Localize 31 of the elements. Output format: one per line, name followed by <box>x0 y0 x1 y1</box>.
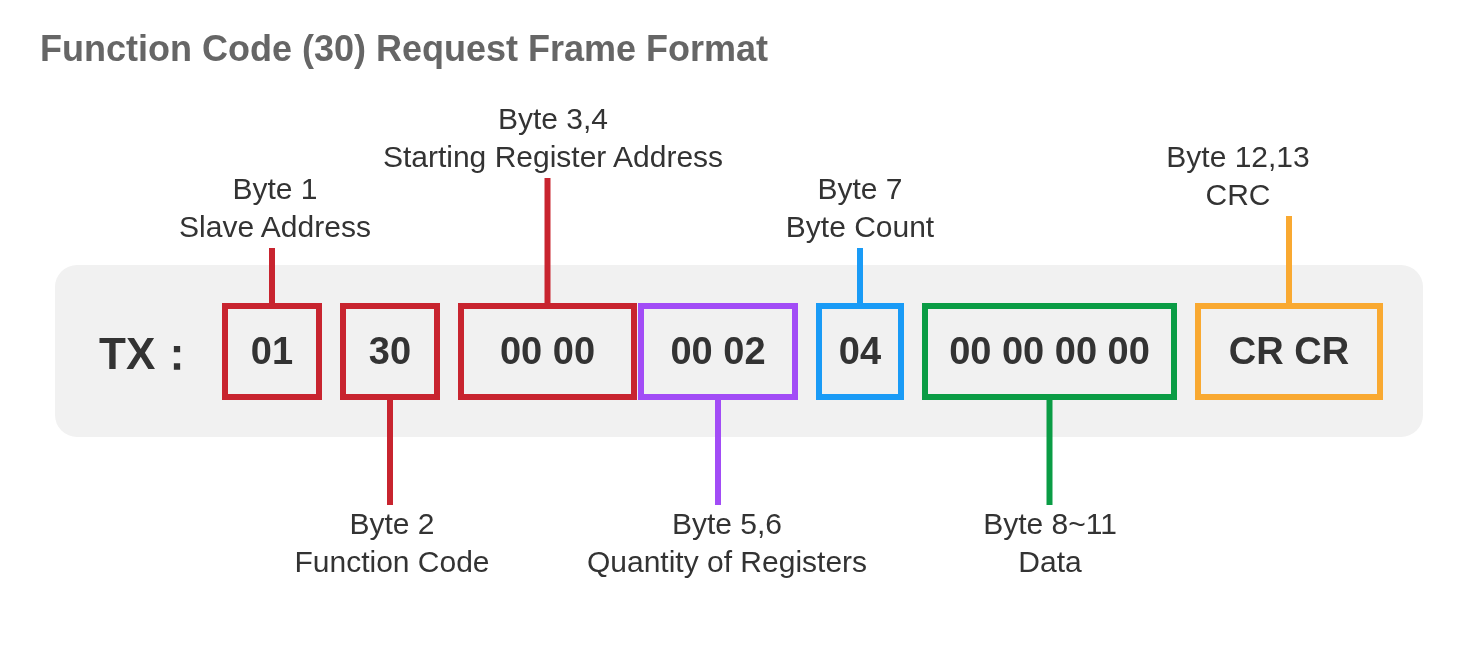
leader-line <box>1286 216 1292 303</box>
field-name-caption: CRC <box>1205 177 1271 213</box>
byte-value-box: 01 <box>222 303 322 400</box>
row-label: TX： <box>99 328 200 380</box>
byte-value-box: 30 <box>340 303 440 400</box>
byte-number-caption: Byte 2 <box>349 506 435 542</box>
field-name-caption: Byte Count <box>785 209 935 245</box>
frame-panel <box>55 265 1423 437</box>
field-name-caption: Function Code <box>294 544 490 580</box>
byte-value-box: 00 02 <box>638 303 798 400</box>
byte-value-box: 04 <box>816 303 904 400</box>
diagram-title: Function Code (30) Request Frame Format <box>40 28 769 70</box>
leader-line <box>387 400 393 505</box>
byte-value-box: 00 00 00 00 <box>922 303 1177 400</box>
byte-value-box: CR CR <box>1195 303 1383 400</box>
field-name-caption: Data <box>1018 544 1082 580</box>
byte-number-caption: Byte 12,13 <box>1166 139 1310 175</box>
leader-line <box>269 248 275 303</box>
leader-line <box>544 178 551 303</box>
byte-number-caption: Byte 3,4 <box>497 101 609 137</box>
leader-line <box>857 248 863 303</box>
field-name-caption: Starting Register Address <box>382 139 724 175</box>
field-name-caption: Quantity of Registers <box>586 544 868 580</box>
byte-value-box: 00 00 <box>458 303 637 400</box>
leader-line <box>1046 400 1053 505</box>
byte-number-caption: Byte 5,6 <box>671 506 783 542</box>
byte-number-caption: Byte 7 <box>817 171 903 207</box>
field-name-caption: Slave Address <box>179 209 371 245</box>
byte-number-caption: Byte 8~11 <box>983 506 1117 542</box>
leader-line <box>715 400 721 505</box>
byte-number-caption: Byte 1 <box>232 171 318 207</box>
